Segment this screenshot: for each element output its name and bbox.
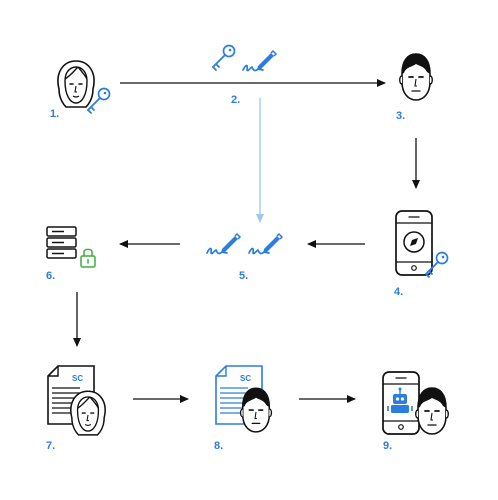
node-5: 5. — [206, 233, 283, 282]
node-7: SC 7. — [46, 365, 106, 452]
step-label: 4. — [394, 286, 403, 298]
key-icon — [212, 44, 236, 71]
step-label: 2. — [231, 94, 240, 106]
step-label: 8. — [214, 440, 223, 452]
step-label: 9. — [383, 440, 392, 452]
node-1: 1. — [50, 60, 111, 120]
woman-face-icon — [57, 60, 95, 108]
document-tag: SC — [72, 374, 83, 383]
node-4: 4. — [394, 210, 449, 298]
woman-face-icon — [70, 390, 106, 436]
step-label: 1. — [50, 108, 59, 120]
node-3: 3. — [396, 53, 434, 122]
node-6: 6. — [46, 226, 96, 282]
step-label: 5. — [239, 270, 248, 282]
document-tag: SC — [240, 374, 251, 383]
step-label: 7. — [46, 440, 55, 452]
node-8: SC 8. — [214, 365, 273, 452]
smartphone-compass-icon — [395, 210, 433, 276]
node-2: 2. — [212, 44, 277, 106]
signature-pen-icon — [242, 50, 277, 72]
smartphone-robot-icon — [382, 371, 420, 435]
signature-pen-icon — [248, 233, 283, 255]
step-label: 3. — [396, 110, 405, 122]
man-face-icon — [398, 53, 434, 101]
node-9: 9. — [382, 371, 450, 452]
smart-contract-document-icon: SC — [215, 365, 263, 425]
step-label: 6. — [46, 270, 55, 282]
man-face-icon — [239, 387, 273, 433]
man-face-icon — [414, 387, 450, 435]
edges — [73, 79, 420, 403]
signature-pen-icon — [206, 233, 241, 255]
server-lock-icon — [46, 226, 96, 268]
